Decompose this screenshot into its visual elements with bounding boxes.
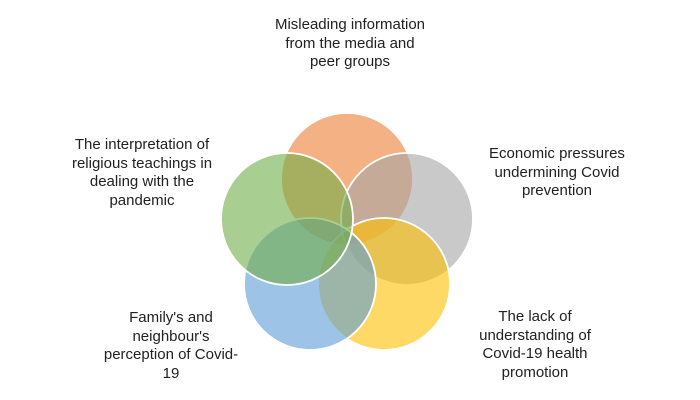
label-misleading-media: Misleading information from the media an… xyxy=(240,16,460,72)
label-line: peer groups xyxy=(309,53,391,70)
label-line: neighbour's xyxy=(132,327,210,345)
label-line: 19 xyxy=(162,364,180,382)
label-line: Family's and xyxy=(129,309,213,326)
venn-circle-religious-teachings xyxy=(220,152,354,286)
label-line: undermining Covid xyxy=(494,163,620,181)
label-line: Economic pressures xyxy=(489,145,625,162)
label-lack-of-understanding: The lack of understanding of Covid-19 he… xyxy=(435,308,635,382)
label-line: dealing with the xyxy=(89,173,195,190)
label-economic-pressures: Economic pressures undermining Covid pre… xyxy=(457,145,657,201)
label-line: promotion xyxy=(501,363,569,381)
label-line: Covid-19 health xyxy=(482,345,588,362)
label-line: from the media and xyxy=(285,34,415,52)
label-line: pandemic xyxy=(109,191,175,209)
label-line: religious teachings in xyxy=(71,154,213,172)
label-line: The interpretation of xyxy=(74,136,210,153)
label-religious-teachings: The interpretation of religious teaching… xyxy=(42,136,242,210)
label-line: prevention xyxy=(521,182,593,199)
label-line: perception of Covid- xyxy=(103,346,239,363)
label-line: The lack of xyxy=(498,308,572,325)
label-family-perception: Family's and neighbour's perception of C… xyxy=(71,309,271,383)
label-line: understanding of xyxy=(479,326,591,344)
label-line: Misleading information xyxy=(274,16,426,33)
